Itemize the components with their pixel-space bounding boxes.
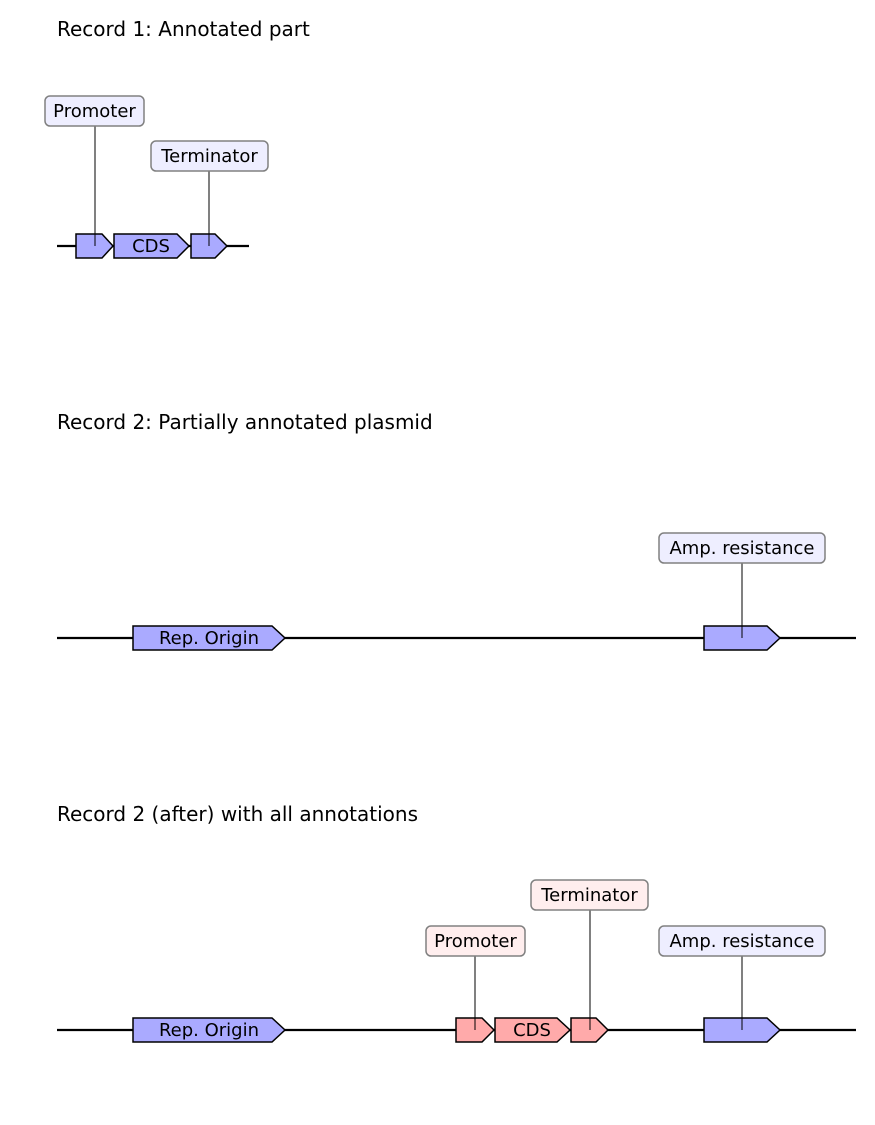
record-3-amp-resistance-label-box [658, 925, 826, 957]
record-3-amp-resistance-label: Amp. resistance [669, 931, 814, 952]
record-2-rep-origin-feature: Rep. Origin [132, 625, 287, 651]
record-1-terminator-label-box [150, 140, 269, 172]
record-2-amp-resistance-label-box [658, 532, 826, 564]
record-2-rep-origin-label: Rep. Origin [159, 628, 259, 649]
record-3-cds-arrow [494, 1017, 572, 1043]
record-1-terminator-feature: Terminator [150, 140, 269, 259]
record-3-terminator-label-box [530, 879, 649, 911]
record-1-cds-label: CDS [132, 236, 170, 257]
record-3-rep-origin-feature: Rep. Origin [132, 1017, 287, 1043]
record-3-terminator-feature: Terminator [530, 879, 649, 1043]
record-3-amp-resistance-feature: Amp. resistance [658, 925, 826, 1043]
record-2-rep-origin-arrow [132, 625, 287, 651]
record-1-title: Record 1: Annotated part [57, 17, 310, 41]
record-2-title: Record 2: Partially annotated plasmid [57, 410, 433, 434]
record-1-promoter-feature: Promoter [44, 95, 145, 259]
record-3-promoter-label-box [425, 925, 526, 957]
record-3-title: Record 2 (after) with all annotations [57, 802, 418, 826]
record-3-promoter-label: Promoter [434, 931, 517, 952]
record-3-rep-origin-arrow [132, 1017, 287, 1043]
record-1-promoter-label-box [44, 95, 145, 127]
record-3-rep-origin-label: Rep. Origin [159, 1020, 259, 1041]
record-1: Record 1: Annotated part Promoter CDS Te… [44, 17, 310, 259]
record-3: Record 2 (after) with all annotations Re… [57, 802, 856, 1043]
record-3-cds-feature: CDS [494, 1017, 572, 1043]
record-1-terminator-label: Terminator [160, 146, 258, 167]
record-1-cds-arrow [113, 233, 191, 259]
record-2-amp-resistance-label: Amp. resistance [669, 538, 814, 559]
record-3-terminator-label: Terminator [540, 885, 638, 906]
record-1-cds-feature: CDS [113, 233, 191, 259]
record-2: Record 2: Partially annotated plasmid Re… [57, 410, 856, 651]
record-1-promoter-label: Promoter [53, 101, 136, 122]
record-3-cds-label: CDS [513, 1020, 551, 1041]
record-3-promoter-feature: Promoter [425, 925, 526, 1043]
record-2-amp-resistance-feature: Amp. resistance [658, 532, 826, 651]
